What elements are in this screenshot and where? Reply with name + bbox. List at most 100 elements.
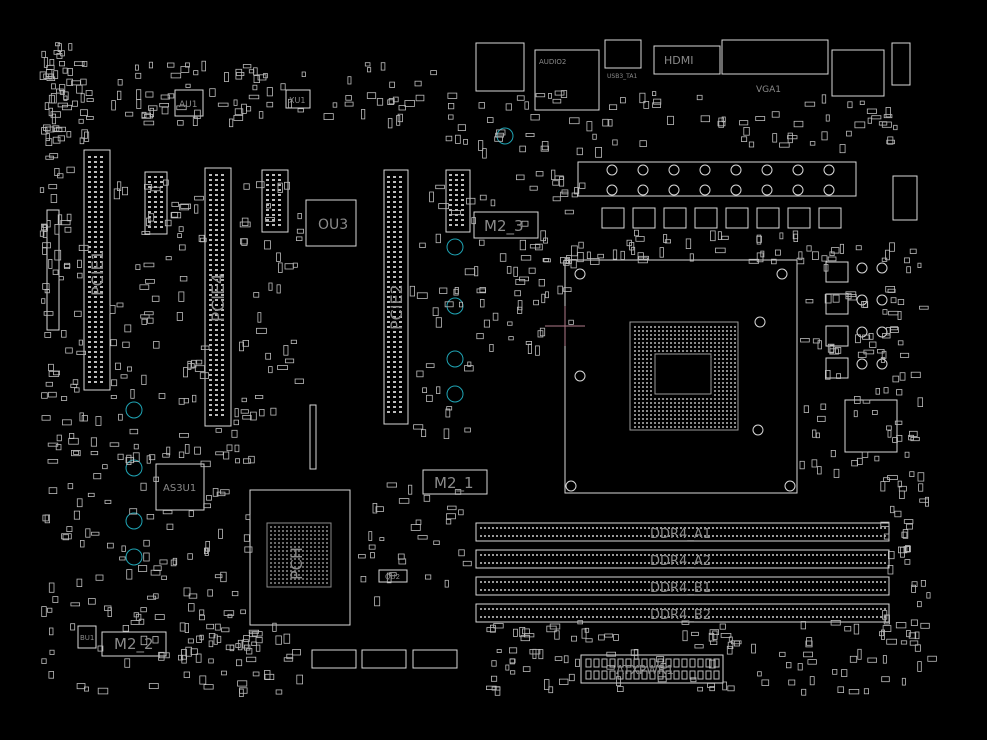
vrm-cap bbox=[606, 184, 618, 196]
ddr-pin bbox=[812, 581, 814, 583]
pcie-pin bbox=[88, 326, 91, 328]
smd-component bbox=[926, 592, 931, 599]
smd-component bbox=[182, 367, 188, 378]
ddr-pin bbox=[512, 616, 514, 618]
pcie-pin bbox=[393, 366, 396, 368]
smd-component bbox=[756, 252, 764, 263]
ddr-pin bbox=[748, 608, 750, 610]
ddr-pin bbox=[576, 589, 578, 591]
pch-ball bbox=[294, 538, 296, 540]
ddr-pin bbox=[836, 535, 838, 537]
pcie-pin bbox=[94, 311, 97, 313]
pcie-pin bbox=[215, 304, 218, 306]
smd-component bbox=[368, 531, 373, 541]
pch-ball bbox=[318, 550, 320, 552]
pcie-pin bbox=[100, 281, 103, 283]
smd-component bbox=[66, 213, 72, 222]
cpu-pad bbox=[730, 366, 732, 368]
cpu-pad bbox=[634, 418, 636, 420]
smd-component bbox=[133, 443, 139, 450]
cpu-pad bbox=[682, 338, 684, 340]
cpu-pad bbox=[678, 426, 680, 428]
ddr-pin bbox=[600, 589, 602, 591]
smd-component bbox=[546, 625, 557, 633]
smd-component bbox=[836, 373, 841, 379]
ddr-pin bbox=[688, 554, 690, 556]
ddr-pin bbox=[636, 535, 638, 537]
pcie-pin bbox=[100, 291, 103, 293]
pch-ball bbox=[298, 542, 300, 544]
ddr-pin bbox=[596, 527, 598, 529]
ddr-pin bbox=[512, 581, 514, 583]
smd-component bbox=[633, 649, 639, 660]
smd-component bbox=[183, 587, 191, 597]
header-pin bbox=[148, 216, 151, 218]
pcie-pin bbox=[88, 331, 91, 333]
smd-component bbox=[398, 105, 406, 111]
ddr-pin bbox=[564, 562, 566, 564]
cpu-pad bbox=[706, 326, 708, 328]
smd-component bbox=[250, 411, 257, 421]
cpu-pad bbox=[642, 378, 644, 380]
smd-component bbox=[771, 111, 780, 118]
smd-component bbox=[727, 641, 734, 650]
smd-component bbox=[771, 258, 777, 265]
smd-component bbox=[113, 188, 120, 200]
pcie-pin bbox=[88, 351, 91, 353]
smd-component bbox=[133, 612, 139, 618]
ddr-pin bbox=[516, 616, 518, 618]
pcie-pin bbox=[88, 341, 91, 343]
cpu-pad bbox=[722, 342, 724, 344]
pcie-pin bbox=[393, 271, 396, 273]
pcie-pin bbox=[100, 231, 103, 233]
pch-ball bbox=[326, 570, 328, 572]
ddr-slot-a1 bbox=[475, 522, 890, 542]
smd-component bbox=[253, 75, 260, 83]
m2-2-label: M2_2 bbox=[114, 635, 154, 654]
smd-component bbox=[48, 363, 54, 371]
header-pin bbox=[278, 199, 281, 201]
smd-component bbox=[124, 658, 131, 668]
smd-component bbox=[52, 136, 61, 144]
ddr-pin bbox=[776, 554, 778, 556]
ddr-pin bbox=[600, 562, 602, 564]
ddr-pin bbox=[588, 554, 590, 556]
cpu-pad bbox=[670, 422, 672, 424]
pcie-pin bbox=[94, 316, 97, 318]
cpu-pad bbox=[682, 330, 684, 332]
ddr-pin bbox=[700, 616, 702, 618]
ddr-pin bbox=[704, 527, 706, 529]
ddr-pin bbox=[792, 562, 794, 564]
cpu-pad bbox=[642, 330, 644, 332]
cpu-pad bbox=[694, 410, 696, 412]
ddr-pin bbox=[708, 608, 710, 610]
pcie-pin bbox=[221, 229, 224, 231]
ddr-b2-label: DDR4_B2 bbox=[650, 608, 711, 623]
header-pin bbox=[266, 214, 269, 216]
smd-component bbox=[892, 437, 898, 443]
ddr-pin bbox=[712, 527, 714, 529]
cpu-pad bbox=[706, 350, 708, 352]
io-vga-port bbox=[721, 39, 829, 75]
smd-component bbox=[445, 135, 453, 142]
header-pin bbox=[148, 181, 151, 183]
ddr-pin bbox=[828, 589, 830, 591]
smd-component bbox=[56, 434, 62, 442]
smd-component bbox=[612, 249, 618, 260]
ddr-pin bbox=[868, 589, 870, 591]
smd-component bbox=[855, 245, 862, 251]
smd-component bbox=[255, 644, 261, 652]
cpu-pad bbox=[642, 358, 644, 360]
vrm-cap bbox=[730, 184, 742, 196]
vrm-inductor bbox=[825, 293, 849, 315]
smd-component bbox=[41, 606, 47, 617]
pcie-pin bbox=[215, 294, 218, 296]
smd-component bbox=[62, 419, 72, 426]
smd-component bbox=[602, 118, 609, 127]
ddr-pin bbox=[512, 527, 514, 529]
smd-component bbox=[233, 99, 238, 106]
pcie-pin bbox=[215, 349, 218, 351]
smd-component bbox=[132, 452, 140, 462]
cpu-pad bbox=[642, 326, 644, 328]
smd-component bbox=[416, 370, 424, 378]
